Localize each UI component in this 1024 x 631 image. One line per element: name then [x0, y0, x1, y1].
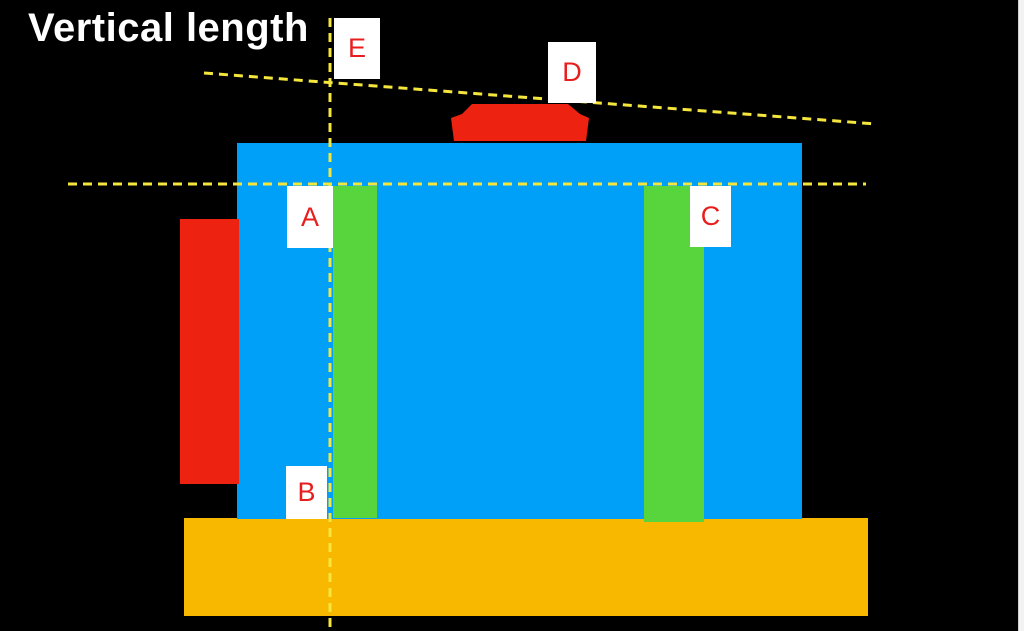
label-b: B — [286, 466, 327, 519]
red-top-part — [451, 104, 589, 141]
label-e: E — [334, 18, 380, 79]
yellow-base — [184, 518, 868, 616]
slanted-guide-line — [203, 71, 877, 126]
label-d: D — [548, 42, 596, 103]
label-c: C — [690, 186, 731, 247]
label-a: A — [287, 186, 333, 248]
green-pillar-left — [333, 186, 377, 518]
window-edge — [1018, 0, 1024, 631]
red-side-panel — [180, 219, 239, 484]
diagram-title: Vertical length — [28, 6, 309, 50]
